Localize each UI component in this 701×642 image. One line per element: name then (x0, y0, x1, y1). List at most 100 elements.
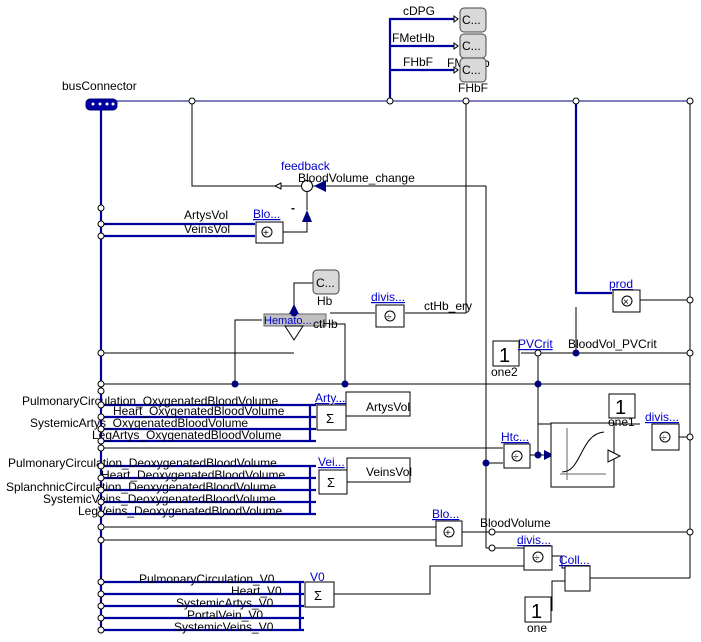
v0-label-1: Heart_V0 (231, 584, 282, 598)
feedback-block[interactable]: feedback BloodVolume_change - (273, 159, 415, 222)
hemato-block[interactable]: Hemato... ctHb (263, 304, 338, 341)
hb-label: Hb (317, 294, 333, 308)
svg-text:+: + (263, 228, 269, 239)
pvcrit-block[interactable]: PVCrit BloodVol_PVCrit (518, 337, 657, 357)
curve-block[interactable] (550, 422, 622, 488)
sum-icon: Σ (314, 588, 322, 603)
blo-sum-block-2[interactable]: Blo... + BloodVolume (432, 507, 551, 547)
feedback-label: feedback (281, 159, 331, 173)
v0-sum-block[interactable]: V0 Σ (304, 570, 335, 608)
one2-value: 1 (499, 345, 510, 367)
one1-constant[interactable]: 1 one1 (608, 393, 636, 429)
arrow-icon (314, 180, 326, 192)
svg-text:+: + (445, 528, 451, 539)
cdpg-constant[interactable]: C... (459, 7, 487, 33)
cthb-label: ctHb (313, 317, 338, 331)
veinsvol-input-label: VeinsVol (184, 222, 230, 236)
bus-connector-icon[interactable] (85, 98, 118, 111)
artysvol-input-label: ArtysVol (184, 208, 228, 222)
one1-value: 1 (615, 397, 626, 419)
v0-label-2: SystemicArtys_V0 (176, 596, 274, 610)
connection-points (97, 97, 694, 634)
v0-labels: PulmonaryCirculation_V0 Heart_V0 Systemi… (139, 572, 282, 634)
one-value: 1 (531, 601, 542, 623)
svg-text:×: × (623, 297, 629, 308)
bus-connector-label: busConnector (62, 79, 137, 93)
pvcrit-label: PVCrit (518, 337, 553, 351)
v0-label-0: PulmonaryCirculation_V0 (139, 572, 275, 586)
deoxy-label-0: PulmonaryCirculation_DeoxygenatedBloodVo… (8, 456, 277, 470)
deoxy-label-4: LegVeins_DeoxygenatedBloodVolume (78, 504, 282, 518)
fhbf-constant-label: C... (462, 63, 481, 77)
one1-label: one1 (608, 415, 635, 429)
curve-icon (561, 431, 605, 473)
sum-icon (443, 526, 455, 538)
oxy-label-1: Heart_OxygenatedBloodVolume (113, 404, 285, 418)
htc-label: Htc... (501, 430, 529, 444)
arty-block-label: Arty... (315, 391, 345, 405)
divis-1-label: divis... (371, 290, 405, 304)
bloodvolume-change-label: BloodVolume_change (298, 171, 415, 185)
coll-label: Coll... (559, 553, 590, 567)
veinsvol-output-label: VeinsVol (366, 465, 412, 479)
fhbf-constant[interactable]: C... (459, 57, 487, 83)
one-constant[interactable]: 1 one (524, 596, 552, 635)
prod-label: prod (609, 277, 633, 291)
deoxygenated-labels: PulmonaryCirculation_DeoxygenatedBloodVo… (6, 456, 285, 518)
divis-3-label: divis... (517, 533, 551, 547)
divis-block-1[interactable]: divis... ÷ ctHb_ery (371, 290, 472, 328)
divide-icon (532, 551, 544, 563)
sum-icon (261, 226, 273, 238)
hb-constant-label: C... (316, 276, 335, 290)
divis-2-label: divis... (645, 410, 679, 424)
bus-wires (99, 17, 690, 632)
oxy-label-3: LegArtys_OxygenatedBloodVolume (92, 428, 282, 442)
divis-block-3[interactable]: divis... ÷ (517, 533, 553, 571)
fmethb-label: FMetHb (392, 31, 435, 45)
divide-icon (659, 431, 671, 443)
coll-block[interactable]: Coll... (559, 553, 591, 592)
artysvol-output-label: ArtysVol (366, 400, 410, 414)
svg-text:÷: ÷ (534, 553, 540, 564)
svg-text:÷: ÷ (386, 312, 392, 323)
fhbf-bottom-label: FHbF (458, 81, 488, 95)
v0-block-label: V0 (310, 570, 325, 584)
divide-icon (384, 310, 396, 322)
vei-block-label: Vei... (318, 455, 345, 469)
divis-block-2[interactable]: divis... ÷ (645, 410, 680, 451)
svg-text:÷: ÷ (661, 433, 667, 444)
top-constant-group: cDPG FMetHb FMetHb FHbF FHbF C... C... C… (392, 4, 490, 95)
divide-icon (511, 450, 523, 462)
blo-sum-block[interactable]: ArtysVol VeinsVol Blo... + (184, 207, 284, 244)
fmethb-constant[interactable]: C... (459, 33, 487, 59)
bloodvol-pvcrit-label: BloodVol_PVCrit (568, 337, 657, 351)
one2-constant[interactable]: 1 one2 (491, 340, 520, 379)
v0-label-4: SystemicVeins_V0 (174, 620, 274, 634)
bloodvolume-label: BloodVolume (480, 516, 551, 530)
deoxy-label-2: SplanchnicCirculation_DeoxygenatedBloodV… (6, 480, 277, 494)
blo-block-label: Blo... (253, 207, 280, 221)
minus-sign: - (291, 201, 295, 215)
sum-icon: Σ (327, 475, 335, 490)
gain-icon (284, 325, 304, 341)
v0-label-3: PortalVein_V0 (187, 608, 263, 622)
bus-connector[interactable]: busConnector (62, 79, 137, 111)
hb-constant[interactable]: C... Hb (312, 269, 340, 308)
fhbf-label: FHbF (403, 55, 433, 69)
one2-label: one2 (491, 365, 518, 379)
oxy-label-2: SystemicArtys_OxygenatedBloodVolume (30, 416, 248, 430)
svg-text:÷: ÷ (513, 452, 519, 463)
oxy-label-0: PulmonaryCirculation_OxygenatedBloodVolu… (22, 394, 278, 408)
one-label: one (527, 621, 547, 635)
sum-icon: Σ (326, 411, 334, 426)
prod-block[interactable]: prod × (609, 277, 641, 313)
htc-block[interactable]: Htc... ÷ (501, 430, 554, 469)
hemato-label: Hemato... (264, 315, 312, 327)
cthb-ery-label: ctHb_ery (424, 299, 472, 313)
cdpg-constant-label: C... (462, 13, 481, 27)
deoxy-label-1: Heart_DeoxygenatedBloodVolume (101, 468, 285, 482)
vei-sum-block[interactable]: Vei... Σ VeinsVol (318, 455, 412, 495)
arty-sum-block[interactable]: Arty... Σ ArtysVol (315, 391, 411, 431)
cdpg-label: cDPG (403, 4, 435, 18)
